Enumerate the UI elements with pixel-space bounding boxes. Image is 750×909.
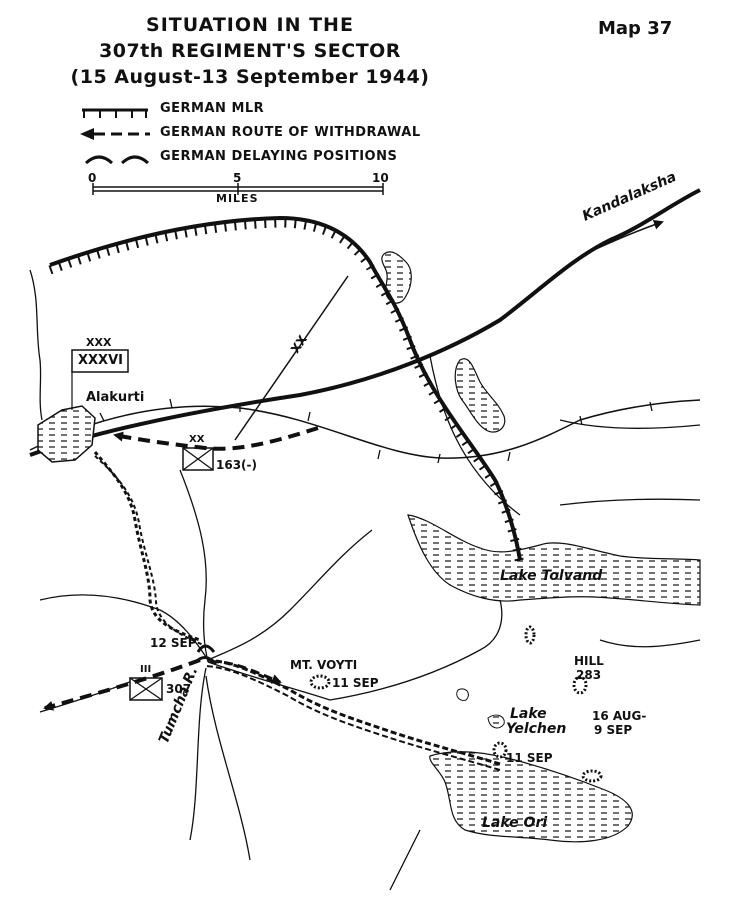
withdrawal-route-yelchen-2 — [205, 665, 501, 771]
legend-withdrawal-symbol — [80, 128, 150, 140]
division-number: 163(-) — [216, 458, 257, 472]
railroad — [29, 399, 701, 459]
corps-number: XXXVI — [78, 353, 123, 368]
date-12-sep: 12 SEP — [150, 636, 197, 650]
label-lake-ori: Lake Ori — [482, 815, 548, 831]
withdrawal-route-alakurti-2 — [94, 455, 207, 647]
label-mt-voyti: MT. VOYTI — [290, 658, 358, 672]
german-mlr-line — [49, 215, 522, 561]
lake-north — [381, 251, 412, 304]
lake-ori — [429, 751, 633, 843]
regiment-number: 307 — [166, 682, 192, 696]
hill-symbols — [309, 625, 603, 783]
lake-middle — [454, 358, 506, 433]
map-number: Map 37 — [598, 18, 673, 39]
scale-tick-10: 10 — [372, 171, 389, 185]
road-to-kandalaksha — [29, 188, 701, 457]
legend-delaying-symbol — [84, 155, 150, 165]
label-lake-tolvand: Lake Tolvand — [500, 568, 603, 584]
label-hill-2: 283 — [576, 668, 602, 682]
scale-unit: MILES — [216, 192, 259, 205]
legend-withdrawal-label: GERMAN ROUTE OF WITHDRAWAL — [160, 125, 421, 140]
delaying-position-12sep-2 — [194, 656, 218, 666]
scale-tick-0: 0 — [88, 171, 97, 185]
withdrawal-route-163 — [113, 426, 319, 451]
date-hill-1: 16 AUG- — [592, 709, 647, 723]
regiment-echelon: III — [140, 664, 152, 675]
map-title-line-1: SITUATION IN THE — [146, 14, 354, 36]
corps-flag-box — [71, 349, 129, 373]
alakurti-town-fill — [38, 406, 95, 462]
kandalaksha-arrow — [595, 219, 664, 250]
date-11-sep-yelchen: 11 SEP — [506, 751, 553, 765]
german-mlr-ticks — [48, 218, 525, 566]
label-hill-1: HILL — [574, 654, 604, 668]
pond — [456, 688, 469, 701]
withdrawal-route-voyti — [209, 660, 282, 684]
date-11-sep-voyti: 11 SEP — [332, 676, 379, 690]
division-boundary-line — [234, 275, 349, 441]
label-alakurti: Alakurti — [86, 390, 145, 405]
map-title-line-3: (15 August-13 September 1944) — [70, 66, 430, 88]
withdrawal-route-west — [43, 658, 201, 711]
lake-tolvand — [407, 514, 701, 606]
scale-tick-5: 5 — [233, 171, 242, 185]
map-title-line-2: 307th REGIMENT'S SECTOR — [99, 40, 401, 62]
date-hill-2: 9 SEP — [594, 723, 633, 737]
legend-delaying-label: GERMAN DELAYING POSITIONS — [160, 149, 398, 164]
legend-mlr-label: GERMAN MLR — [160, 101, 265, 116]
lake-yelchen-shape — [487, 714, 505, 729]
label-lake-yelchen-2: Yelchen — [506, 721, 567, 737]
division-echelon: XX — [189, 434, 205, 445]
withdrawal-route-alakurti — [93, 451, 201, 642]
label-lake-yelchen-1: Lake — [510, 706, 547, 722]
delaying-position-12sep — [196, 644, 216, 653]
scale-bar — [92, 183, 384, 195]
legend-mlr-symbol — [82, 108, 148, 118]
corps-echelon: XXX — [86, 336, 112, 349]
